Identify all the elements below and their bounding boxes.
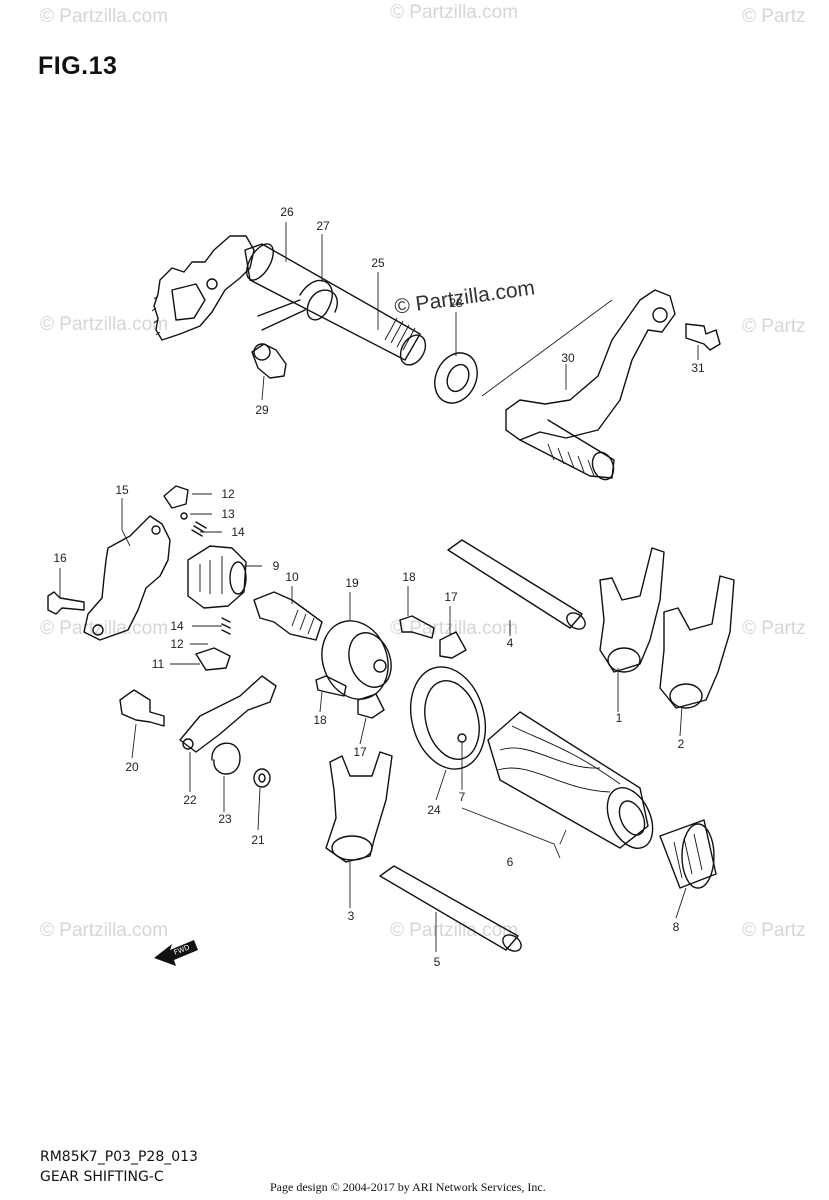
part-shift-arm-26 [151, 235, 255, 341]
callout-2: 2 [677, 737, 685, 751]
callout-22: 22 [183, 793, 197, 807]
part-needle-bearing-8 [659, 819, 717, 889]
callout-21: 21 [251, 833, 265, 847]
callout-6: 6 [506, 855, 514, 869]
part-bolt-20 [119, 689, 165, 727]
callout-26: 26 [280, 205, 294, 219]
callout-13: 13 [221, 507, 235, 521]
callout-29: 29 [255, 403, 269, 417]
callout-7: 7 [458, 790, 466, 804]
watermark: © Partzilla.com [390, 618, 519, 639]
part-pin-12-upper [163, 485, 207, 537]
part-shift-lever-30 [481, 289, 676, 481]
part-rod-4 [447, 539, 586, 630]
callout-17-upper: 17 [444, 590, 458, 604]
callout-5: 5 [433, 955, 441, 969]
watermark: © Partzilla.com [40, 6, 169, 27]
diagram-name: GEAR SHIFTING-C [40, 1169, 164, 1185]
part-fork-1 [599, 547, 665, 673]
part-shift-drum-6 [457, 711, 654, 849]
callout-18-lower: 18 [313, 713, 327, 727]
part-pin-11 [195, 617, 231, 671]
watermark: © Partz [742, 316, 806, 337]
callout-30: 30 [561, 351, 575, 365]
callout-16: 16 [53, 551, 67, 565]
callout-18-upper: 18 [402, 570, 416, 584]
part-bolt-29 [251, 343, 287, 379]
callout-14-upper: 14 [231, 525, 245, 539]
diagram-code: RM85K7_P03_P28_013 [40, 1149, 198, 1165]
callout-12-lower: 12 [170, 637, 184, 651]
leader-lines [59, 222, 699, 952]
watermark: © Partz [742, 920, 806, 941]
callout-11: 11 [151, 657, 165, 671]
figure-title: FIG.13 [38, 52, 118, 80]
part-rod-5 [379, 865, 522, 952]
callout-28: 28 [449, 296, 463, 310]
part-fork-2 [659, 575, 735, 709]
part-washer-21 [253, 768, 271, 788]
callout-31: 31 [691, 361, 705, 375]
part-bolt-10 [253, 591, 323, 641]
callout-12-upper: 12 [221, 487, 235, 501]
callout-24: 24 [427, 803, 441, 817]
watermark: © Partzilla.com [40, 920, 169, 941]
callout-10: 10 [285, 570, 299, 584]
part-shaft-25 [244, 243, 427, 366]
part-cam-9 [187, 545, 247, 609]
callout-9: 9 [272, 559, 280, 573]
part-bearing-24 [410, 666, 486, 770]
part-spring-27 [257, 279, 338, 331]
part-bolt-31 [685, 323, 721, 351]
callout-4: 4 [506, 636, 514, 650]
watermark: © Partz [742, 6, 806, 27]
part-fork-3 [325, 751, 393, 863]
watermark: © Partzilla.com [40, 618, 169, 639]
page-credit: Page design © 2004-2017 by ARI Network S… [270, 1180, 546, 1194]
part-plate-17 [357, 631, 467, 719]
watermark: © Partzilla.com [40, 314, 169, 335]
callout-3: 3 [347, 909, 355, 923]
watermark: © Partzilla.com [390, 2, 519, 23]
callout-1: 1 [615, 711, 623, 725]
callout-14-lower: 14 [170, 619, 184, 633]
part-arm-22 [179, 675, 277, 775]
part-oil-seal-28 [434, 352, 478, 404]
callout-8: 8 [672, 920, 680, 934]
watermark: © Partzilla.com [390, 920, 519, 941]
part-cam-19 [321, 620, 392, 700]
callout-25: 25 [371, 256, 385, 270]
callout-20: 20 [125, 760, 139, 774]
part-screw-18 [315, 615, 435, 697]
callout-15: 15 [115, 483, 129, 497]
fwd-arrow-icon [154, 940, 198, 966]
callout-27: 27 [316, 219, 330, 233]
callout-17-lower: 17 [353, 745, 367, 759]
part-screw-16 [47, 591, 85, 615]
part-stopper-plate-15 [83, 515, 171, 641]
callout-23: 23 [218, 812, 232, 826]
callout-19: 19 [345, 576, 359, 590]
watermark: © Partz [742, 618, 806, 639]
